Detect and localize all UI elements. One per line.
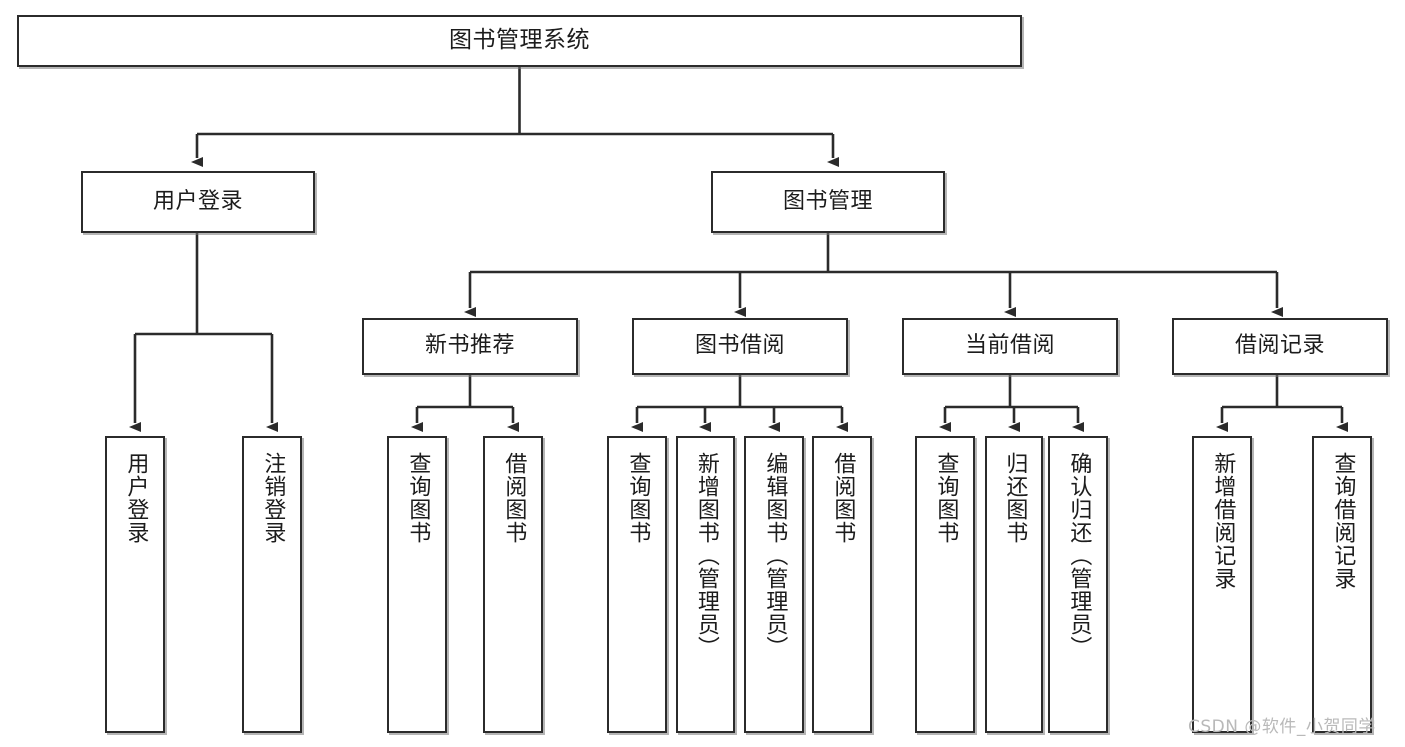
node-label: 确认归还（管理员） (1066, 452, 1092, 659)
node-label: 新书推荐 (424, 333, 515, 359)
node-label: 图书借阅 (694, 333, 785, 359)
leaf-borrow-borrow-book[interactable]: 借阅图书 (812, 436, 872, 733)
watermark: CSDN @软件_小贺同学 (1188, 717, 1376, 737)
node-label: 查询借阅记录 (1330, 452, 1356, 590)
node-label: 归还图书 (1002, 452, 1028, 544)
leaf-new-book-query-book[interactable]: 查询图书 (387, 436, 447, 733)
node-label: 当前借阅 (964, 333, 1055, 359)
node-label: 查询图书 (933, 452, 959, 544)
node-book-borrowing[interactable]: 图书借阅 (632, 318, 848, 375)
node-current-borrowing[interactable]: 当前借阅 (902, 318, 1118, 375)
node-label: 查询图书 (405, 452, 431, 544)
node-label: 借阅图书 (830, 452, 856, 544)
node-label: 借阅图书 (501, 452, 527, 544)
node-book-management[interactable]: 图书管理 (711, 171, 945, 233)
leaf-current-return-book[interactable]: 归还图书 (985, 436, 1043, 733)
leaf-new-book-borrow-book[interactable]: 借阅图书 (483, 436, 543, 733)
node-label: 借阅记录 (1234, 333, 1325, 359)
node-label: 图书管理 (782, 188, 873, 214)
node-label: 用户登录 (152, 188, 243, 214)
leaf-current-query-book[interactable]: 查询图书 (915, 436, 975, 733)
leaf-borrow-add-book-admin[interactable]: 新增图书（管理员） (676, 436, 735, 733)
node-label: 编辑图书（管理员） (762, 452, 788, 659)
leaf-user-login-logout[interactable]: 注销登录 (242, 436, 302, 733)
node-label: 新增借阅记录 (1210, 452, 1236, 590)
node-label: 新增图书（管理员） (693, 452, 719, 659)
node-label: 用户登录 (123, 452, 149, 544)
node-label: 图书管理系统 (449, 27, 590, 54)
leaf-current-confirm-return-admin[interactable]: 确认归还（管理员） (1048, 436, 1108, 733)
node-new-book-recommendation[interactable]: 新书推荐 (362, 318, 578, 375)
leaf-user-login-login[interactable]: 用户登录 (105, 436, 165, 733)
node-user-login[interactable]: 用户登录 (81, 171, 315, 233)
leaf-borrow-query-book[interactable]: 查询图书 (607, 436, 667, 733)
node-label: 查询图书 (625, 452, 651, 544)
node-label: 注销登录 (260, 452, 286, 544)
leaf-borrow-edit-book-admin[interactable]: 编辑图书（管理员） (744, 436, 804, 733)
node-borrow-records[interactable]: 借阅记录 (1172, 318, 1388, 375)
leaf-records-add-record[interactable]: 新增借阅记录 (1192, 436, 1252, 733)
leaf-records-query-record[interactable]: 查询借阅记录 (1312, 436, 1372, 733)
node-root[interactable]: 图书管理系统 (17, 15, 1022, 67)
